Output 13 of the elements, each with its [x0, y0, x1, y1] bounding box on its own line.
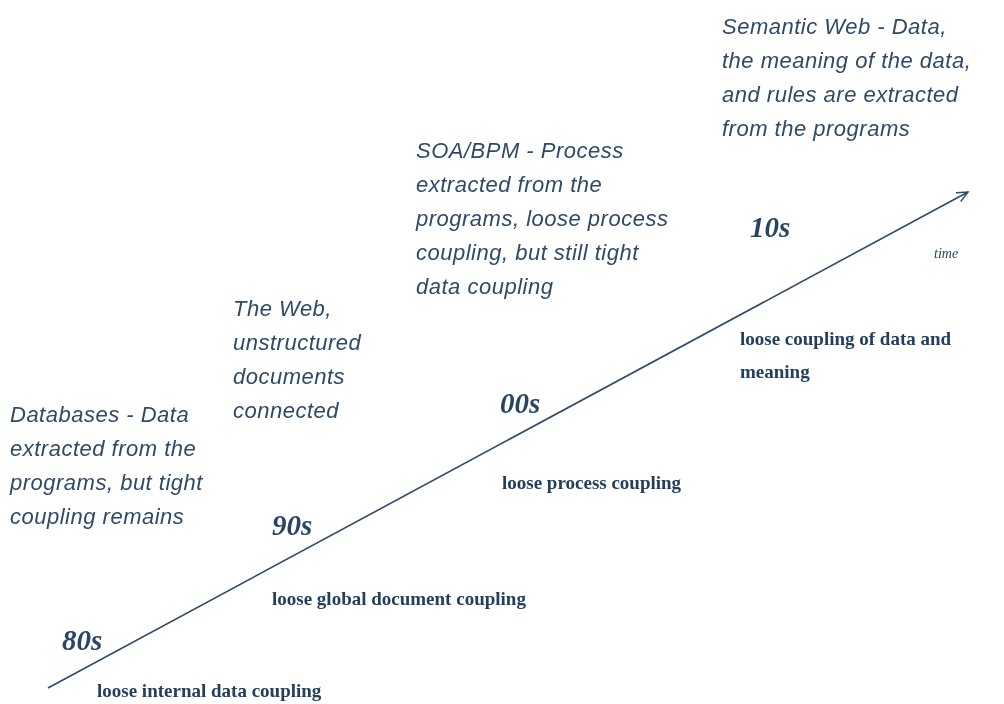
coupling-label: loose global document coupling: [272, 587, 526, 611]
coupling-label: loose process coupling: [502, 471, 682, 495]
decade-label: 00s: [500, 386, 541, 420]
description-text: The Web, unstructured documents connected: [233, 295, 363, 425]
description-text: SOA/BPM - Process extracted from the programs, loose process coupling, but still tight data coupling: [416, 137, 670, 301]
decade-label: 90s: [272, 508, 313, 542]
coupling-label: loose coupling of data and meaning: [740, 327, 953, 384]
decade-label: 10s: [750, 210, 791, 244]
coupling-label: loose internal data coupling: [97, 679, 322, 703]
decade-label: 80s: [62, 623, 103, 657]
axis-label: time: [934, 245, 959, 263]
description-text: Databases - Data extracted from the programs, but tight coupling remains: [10, 401, 204, 531]
description-text: Semantic Web - Data, the meaning of the data, and rules are extracted from the programs: [722, 13, 973, 143]
